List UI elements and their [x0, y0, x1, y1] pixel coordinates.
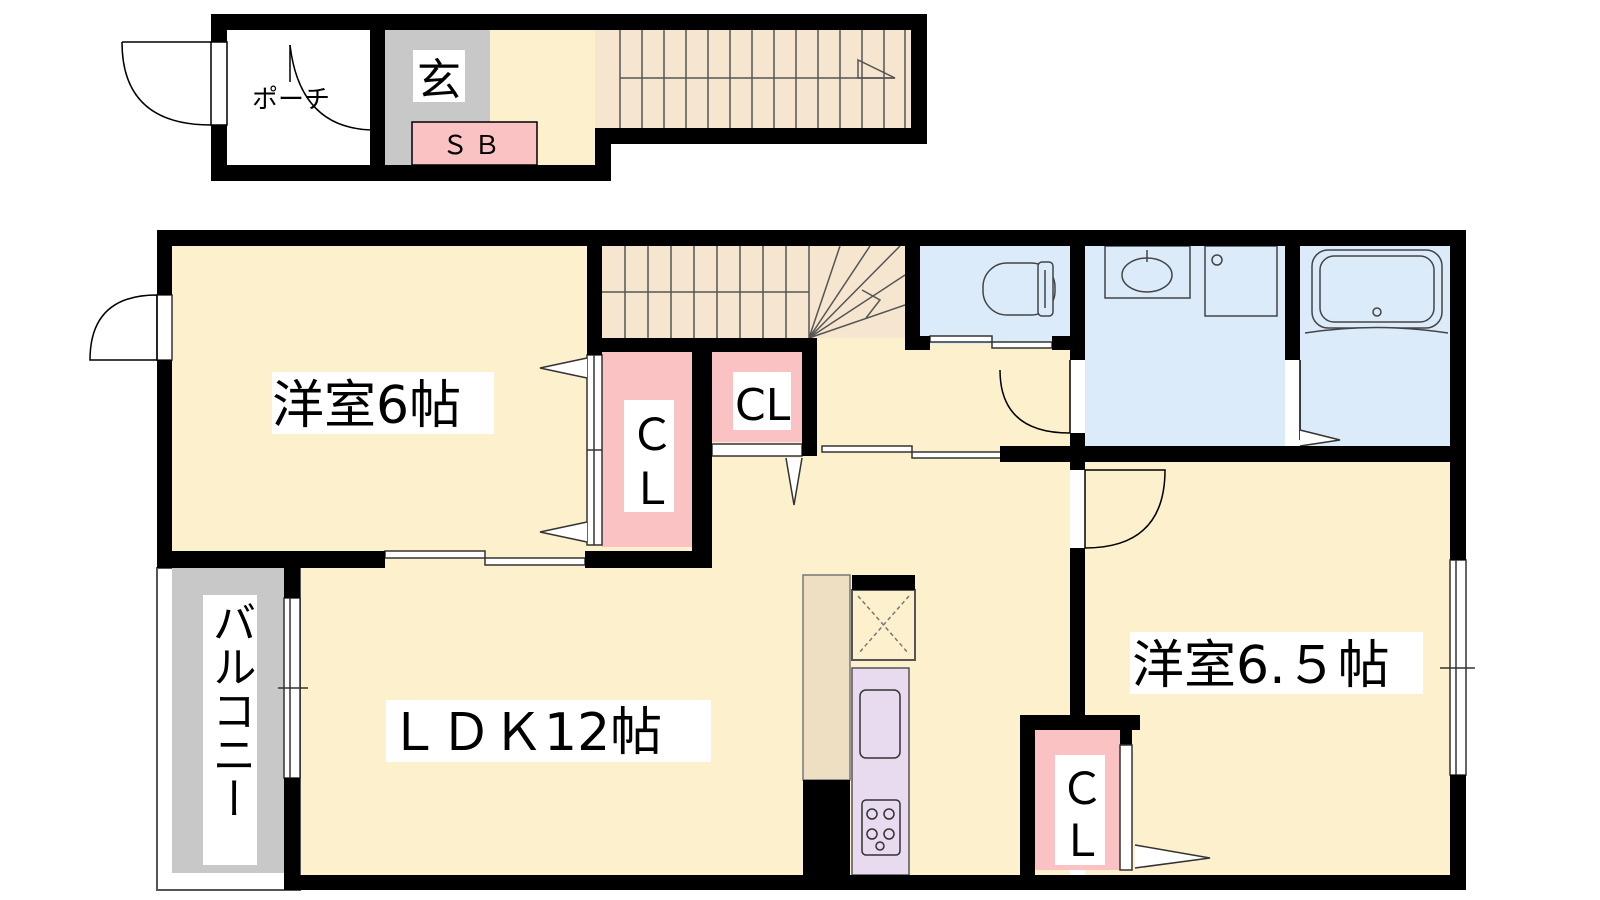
closet-1-label: Ｃ: [630, 410, 674, 461]
fridge-space-icon: [857, 595, 910, 655]
porch-floor: [220, 30, 370, 165]
folding-door-marks: [539, 357, 1341, 869]
toilet-icon: [982, 261, 1056, 317]
shoe-box: [411, 121, 538, 166]
shoe-box-label: ＳＢ: [442, 131, 506, 161]
sink-icon: [859, 689, 901, 759]
porch-door-arc: [289, 44, 376, 131]
entrance-walls: [211, 14, 927, 181]
balcony-label: バルコニー: [205, 600, 256, 820]
upper-stair-treads: [619, 30, 906, 128]
stair-arrow-icon: [857, 58, 896, 79]
washing-machine-space: [1204, 245, 1278, 317]
main-floor: 洋室6帖 Ｃ Ｌ CL ＬＤＫ12帖 バルコニー 洋室6.５帖 Ｃ Ｌ: [89, 230, 1475, 891]
main-walls: [157, 230, 1466, 890]
ldk-label: ＬＤＫ12帖: [388, 703, 662, 763]
western-room-1-label: 洋室6帖: [272, 376, 461, 436]
entrance-block: ＳＢ 玄 ポーチ: [121, 14, 927, 181]
upper-stairs: [595, 30, 915, 128]
lower-stair-treads: [602, 245, 906, 339]
bathtub-icon: [1304, 249, 1449, 334]
entrance-label: 玄: [417, 55, 461, 106]
front-door-arc: [121, 41, 212, 126]
wash-basin-icon: [1104, 245, 1191, 299]
lower-stair-arrow-icon: [861, 289, 882, 319]
front-door-frame: [210, 41, 228, 126]
stove-icon: [861, 799, 901, 856]
closet-3-label-line2: Ｌ: [1060, 816, 1104, 867]
closet-1-label-line2: Ｌ: [630, 464, 674, 515]
ldk-upper-floor: [712, 450, 1070, 570]
western-room-2-label: 洋室6.５帖: [1132, 636, 1390, 696]
closet-2-label: CL: [735, 380, 791, 431]
cabinet: [802, 574, 851, 781]
closet-3-label: Ｃ: [1060, 764, 1104, 815]
swing-doors: [89, 294, 1301, 549]
